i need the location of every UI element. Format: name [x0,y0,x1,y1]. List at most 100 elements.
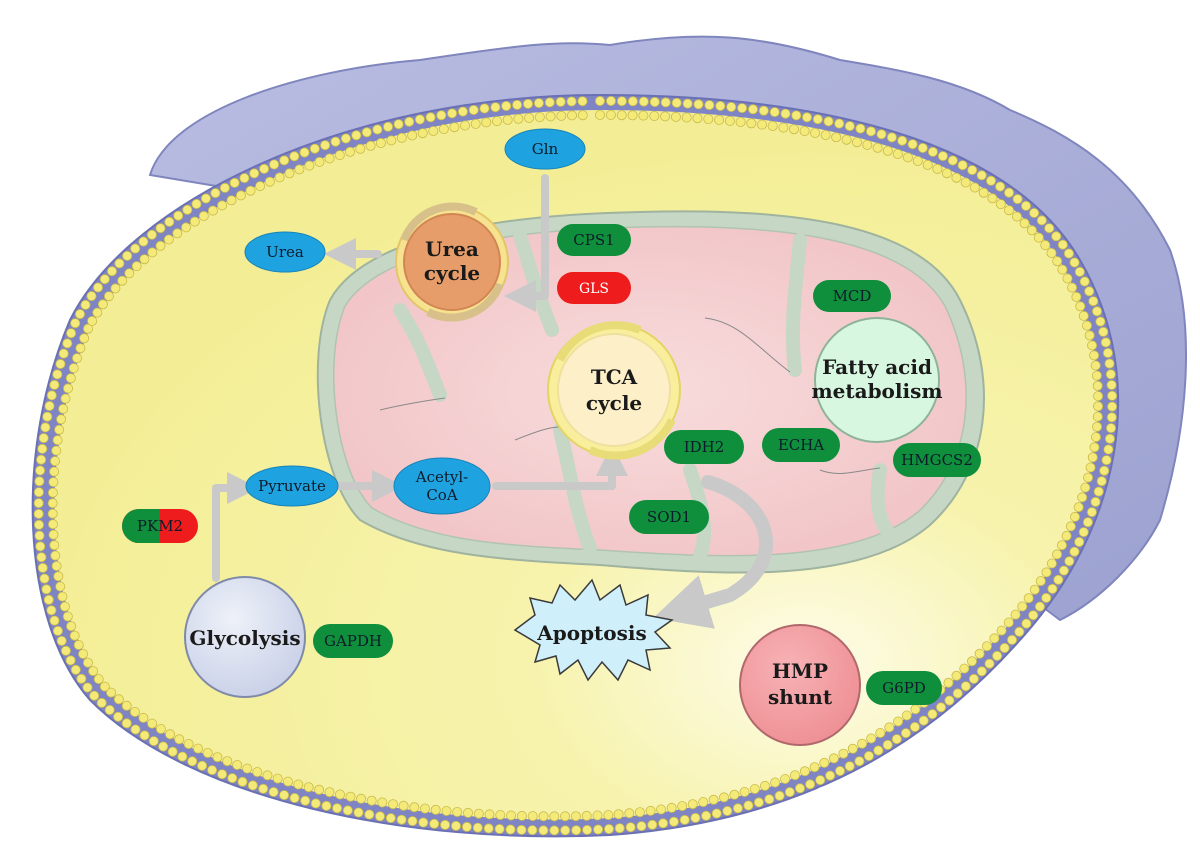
phospholipid-head [1082,517,1093,528]
phospholipid-head [960,177,971,188]
phospholipid-head [1046,247,1057,258]
phospholipid-head [473,808,484,819]
phospholipid-head [789,124,800,135]
tca-cycle-label-line2: cycle [586,391,642,415]
phospholipid-head [418,817,429,828]
phospholipid-head [289,793,300,804]
phospholipid-head [99,274,110,285]
phospholipid-head [506,810,517,821]
phospholipid-head [396,132,407,143]
phospholipid-head [158,741,169,752]
phospholipid-head [429,818,440,829]
phospholipid-head [207,205,218,216]
phospholipid-head [1033,232,1044,243]
phospholipid-head [163,234,174,245]
phospholipid-head [47,508,58,519]
phospholipid-head [33,487,44,498]
phospholipid-head [299,147,310,158]
phospholipid-head [173,210,184,221]
phospholipid-head [1057,239,1068,250]
phospholipid-head [1074,266,1085,277]
phospholipid-head [200,193,211,204]
phospholipid-head [799,766,810,777]
phospholipid-head [1070,511,1081,522]
phospholipid-head [69,630,80,641]
phospholipid-head [666,802,677,813]
phospholipid-head [1051,231,1062,242]
phospholipid-head [753,797,764,808]
phospholipid-head [819,757,830,768]
phospholipid-head [780,774,791,785]
phospholipid-head [63,383,74,394]
mcd-label: MCD [833,287,872,305]
cps1-label: CPS1 [573,231,614,249]
phospholipid-head [907,139,918,150]
phospholipid-head [113,711,124,722]
phospholipid-head [1085,462,1096,473]
phospholipid-head [82,682,93,693]
phospholipid-head [1062,273,1073,284]
phospholipid-head [693,99,704,110]
phospholipid-head [1057,264,1068,275]
phospholipid-head [300,795,311,806]
phospholipid-head [719,792,730,803]
phospholipid-head [55,358,66,369]
phospholipid-head [334,789,345,800]
phospholipid-head [88,666,99,677]
phospholipid-head [714,114,725,125]
phospholipid-head [1061,530,1072,541]
phospholipid-head [616,110,627,121]
phospholipid-head [1046,558,1057,569]
phospholipid-head [113,694,124,705]
phospholipid-head [48,519,59,530]
phospholipid-head [982,641,993,652]
phospholipid-head [414,114,425,125]
phospholipid-head [577,96,588,107]
phospholipid-head [87,315,98,326]
phospholipid-head [419,803,430,814]
phospholipid-head [516,824,527,835]
phospholipid-head [1071,291,1082,302]
phospholipid-head [516,810,527,821]
phospholipid-head [882,739,893,750]
phospholipid-head [1052,549,1063,560]
phospholipid-head [1095,316,1106,327]
phospholipid-head [76,673,87,684]
phospholipid-head [438,124,449,135]
phospholipid-head [1078,527,1089,538]
phospholipid-head [604,824,615,835]
phospholipid-head [247,780,258,791]
phospholipid-head [660,111,671,122]
phospholipid-head [1091,370,1102,381]
phospholipid-head [1106,423,1117,434]
phospholipid-head [461,821,472,832]
phospholipid-head [66,621,77,632]
phospholipid-head [951,670,962,681]
phospholipid-head [1029,584,1040,595]
phospholipid-head [167,746,178,757]
phospholipid-head [1091,432,1102,443]
phospholipid-head [505,824,516,835]
phospholipid-head [884,722,895,733]
phospholipid-head [1019,218,1030,229]
phospholipid-head [748,104,759,115]
phospholipid-head [512,99,523,110]
phospholipid-head [114,258,125,269]
phospholipid-head [606,96,617,107]
phospholipid-head [155,724,166,735]
acetyl-coa-node [393,457,491,515]
phospholipid-head [1079,276,1090,287]
phospholipid-head [1044,223,1055,234]
phospholipid-head [398,800,409,811]
phospholipid-head [900,728,911,739]
phospholipid-head [314,156,325,167]
phospholipid-head [1100,337,1111,348]
phospholipid-head [1092,421,1103,432]
phospholipid-head [65,655,76,666]
fatty-acid-label-line1: Fatty acid [822,355,932,379]
phospholipid-head [324,153,335,164]
phospholipid-head [778,122,789,133]
phospholipid-head [866,733,877,744]
phospholipid-head [239,173,250,184]
phospholipid-head [425,112,436,123]
